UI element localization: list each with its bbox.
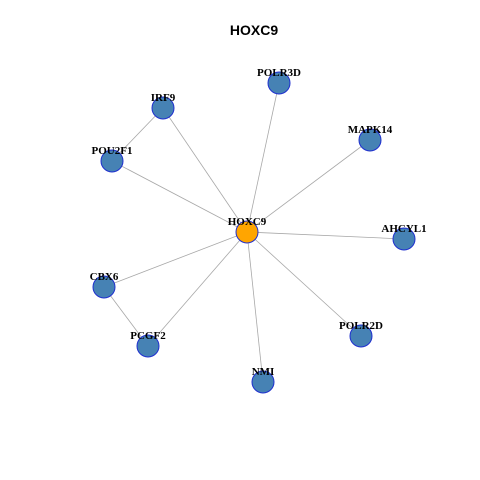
node-ahcyl1 (392, 227, 416, 251)
node-layer (92, 71, 416, 394)
node-label-nmi: NMI (252, 366, 275, 378)
node-label-pou2f1: POU2F1 (92, 145, 133, 157)
node-label-mapk14: MAPK14 (348, 124, 393, 136)
node-pou2f1 (100, 149, 124, 173)
node-label-hoxc9: HOXC9 (228, 216, 267, 228)
edge-hoxc9-polr2d (246, 231, 362, 337)
edge-hoxc9-pou2f1 (111, 160, 248, 233)
edge-hoxc9-ahcyl1 (246, 231, 405, 240)
edge-hoxc9-pcgf2 (147, 231, 248, 347)
edge-hoxc9-irf9 (162, 107, 248, 233)
node-label-irf9: IRF9 (151, 92, 176, 104)
node-label-polr2d: POLR2D (339, 320, 383, 332)
node-cbx6 (92, 275, 116, 299)
node-mapk14 (358, 128, 382, 152)
node-label-ahcyl1: AHCYL1 (381, 223, 426, 235)
edge-hoxc9-nmi (246, 231, 264, 383)
node-label-polr3d: POLR3D (257, 67, 301, 79)
node-label-cbx6: CBX6 (90, 271, 119, 283)
edge-layer (103, 82, 405, 383)
node-pcgf2 (136, 334, 160, 358)
edge-irf9-pou2f1 (111, 107, 164, 162)
label-layer: HOXC9 POLR3D IRF9MAPK14POU2F1AHCYL1CBX6PCG… (90, 67, 427, 378)
edge-hoxc9-mapk14 (246, 139, 371, 233)
edge-hoxc9-cbx6 (103, 231, 248, 288)
node-label-pcgf2: PCGF2 (130, 330, 166, 342)
edge-cbx6-pcgf2 (103, 286, 149, 347)
node-polr2d (349, 324, 373, 348)
node-hoxc9 (235, 220, 259, 244)
edge-hoxc9-polr3d (246, 82, 280, 233)
graph-title: HOXC9 (230, 22, 278, 38)
node-irf9 (151, 96, 175, 120)
node-nmi (251, 370, 275, 394)
node-polr3d (267, 71, 291, 95)
